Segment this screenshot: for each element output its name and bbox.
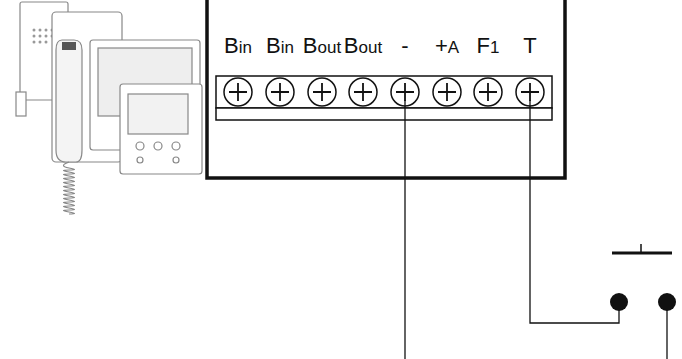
wires (405, 100, 667, 359)
screw-terminals (224, 78, 544, 106)
screw-slot (229, 83, 247, 101)
push-button (610, 244, 676, 311)
terminal-label: Bout (344, 34, 382, 60)
screw-slot (479, 83, 497, 101)
screw (349, 78, 377, 106)
coiled-cord (64, 162, 75, 214)
terminal-label: Bout (303, 34, 341, 60)
terminal-label: +A (435, 34, 459, 60)
terminal-label: Bin (224, 34, 252, 60)
terminal-label: - (401, 34, 408, 60)
screw (474, 78, 502, 106)
screw-slot (521, 83, 539, 101)
screw (224, 78, 252, 106)
terminal-strip (216, 76, 552, 108)
terminal-label: T (523, 34, 536, 60)
screw-slot (354, 83, 372, 101)
terminal-strip-base (216, 108, 552, 120)
screw (266, 78, 294, 106)
terminal-housing (207, 0, 565, 178)
screw (433, 78, 461, 106)
terminal-label: Bin (266, 34, 294, 60)
screw-slot (438, 83, 456, 101)
screw (308, 78, 336, 106)
screw-slot (396, 83, 414, 101)
screw-slot (271, 83, 289, 101)
devices-illustration (16, 2, 202, 174)
screw-slot (313, 83, 331, 101)
terminal-label: F1 (477, 34, 500, 60)
